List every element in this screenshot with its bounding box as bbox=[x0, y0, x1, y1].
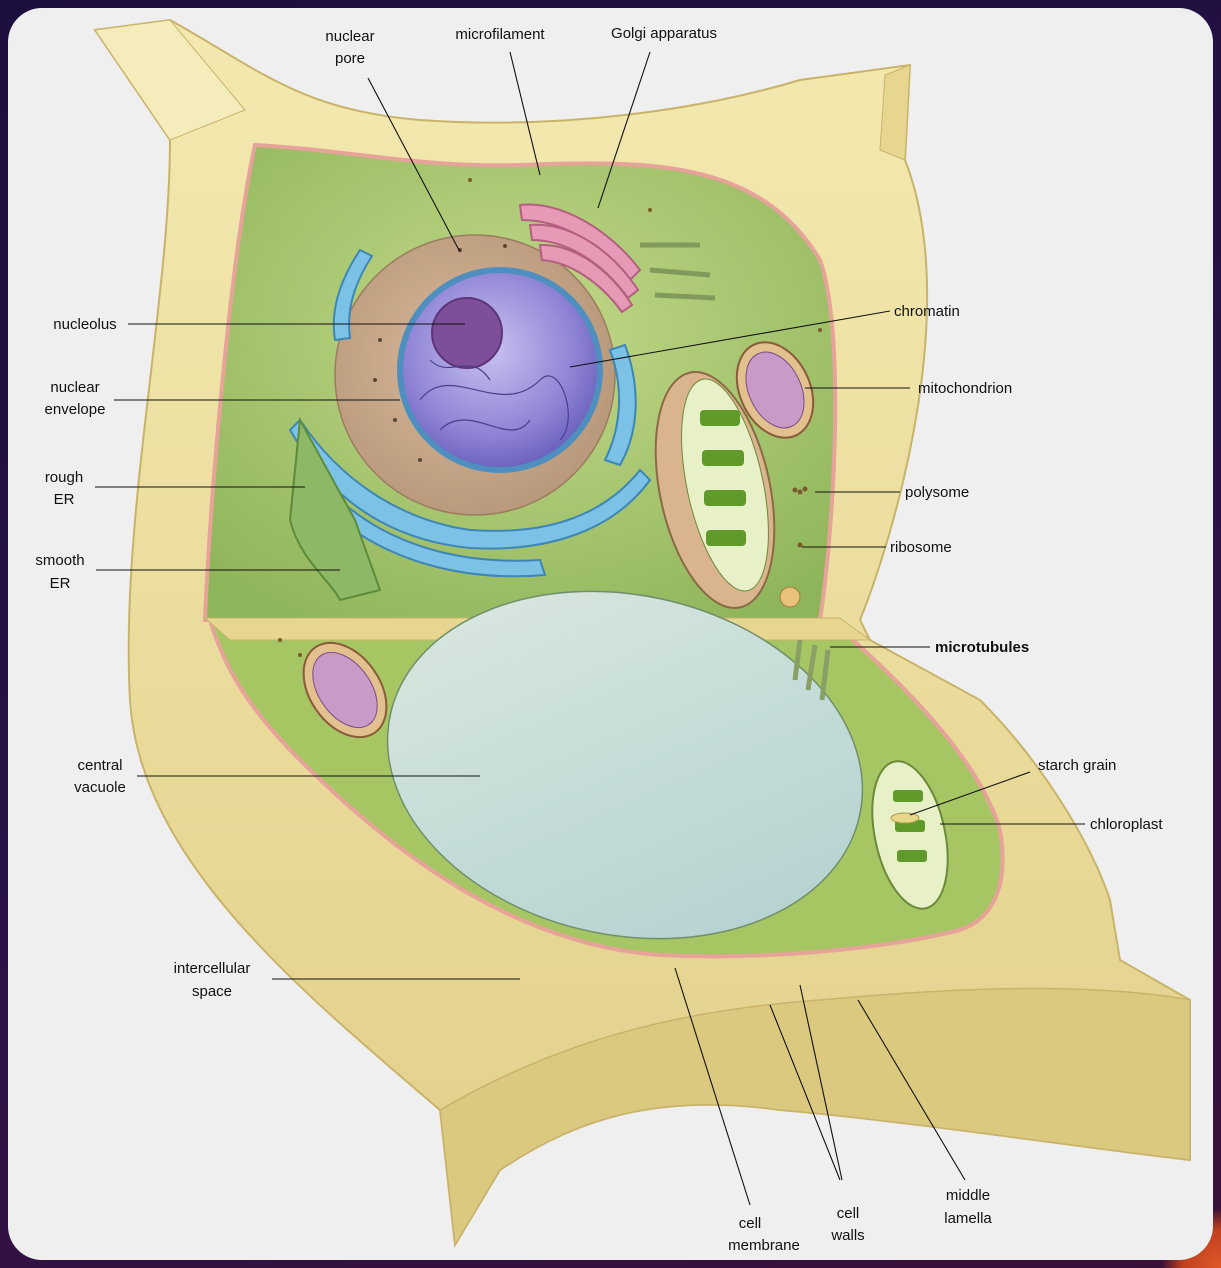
label-ribosome: ribosome bbox=[890, 539, 952, 556]
label-mitochondrion: mitochondrion bbox=[918, 380, 1012, 397]
label-cell-walls-2: walls bbox=[830, 1227, 864, 1244]
label-nuclear-envelope-1: nuclear bbox=[50, 379, 99, 396]
label-intercellular-space-1: intercellular bbox=[174, 960, 251, 977]
starch-body bbox=[780, 587, 800, 607]
label-smooth-er-2: ER bbox=[50, 575, 71, 592]
label-microfilament: microfilament bbox=[455, 26, 545, 43]
label-cell-membrane-2: membrane bbox=[728, 1237, 800, 1254]
label-microtubules: microtubules bbox=[935, 639, 1029, 656]
label-rough-er-1: rough bbox=[45, 469, 83, 486]
label-middle-lamella-2: lamella bbox=[944, 1210, 992, 1227]
label-central-vacuole-1: central bbox=[77, 757, 122, 774]
label-cell-walls-1: cell bbox=[837, 1205, 860, 1222]
label-cell-membrane-1: cell bbox=[739, 1215, 762, 1232]
label-golgi: Golgi apparatus bbox=[611, 25, 717, 42]
diagram-card: nuclear pore microfilament Golgi apparat… bbox=[8, 8, 1213, 1260]
label-nuclear-pore-1: nuclear bbox=[325, 28, 374, 45]
label-nuclear-envelope-2: envelope bbox=[45, 401, 106, 418]
label-rough-er-2: ER bbox=[54, 491, 75, 508]
label-central-vacuole-2: vacuole bbox=[74, 779, 126, 796]
label-nuclear-pore-2: pore bbox=[335, 50, 365, 67]
label-nucleolus: nucleolus bbox=[53, 316, 116, 333]
label-middle-lamella-1: middle bbox=[946, 1187, 990, 1204]
label-starch-grain: starch grain bbox=[1038, 757, 1116, 774]
label-intercellular-space-2: space bbox=[192, 983, 232, 1000]
label-polysome: polysome bbox=[905, 484, 969, 501]
label-smooth-er-1: smooth bbox=[35, 552, 84, 569]
label-chloroplast: chloroplast bbox=[1090, 816, 1163, 833]
label-chromatin: chromatin bbox=[894, 303, 960, 320]
nucleus bbox=[335, 235, 615, 515]
plant-cell-diagram: nuclear pore microfilament Golgi apparat… bbox=[8, 8, 1213, 1260]
